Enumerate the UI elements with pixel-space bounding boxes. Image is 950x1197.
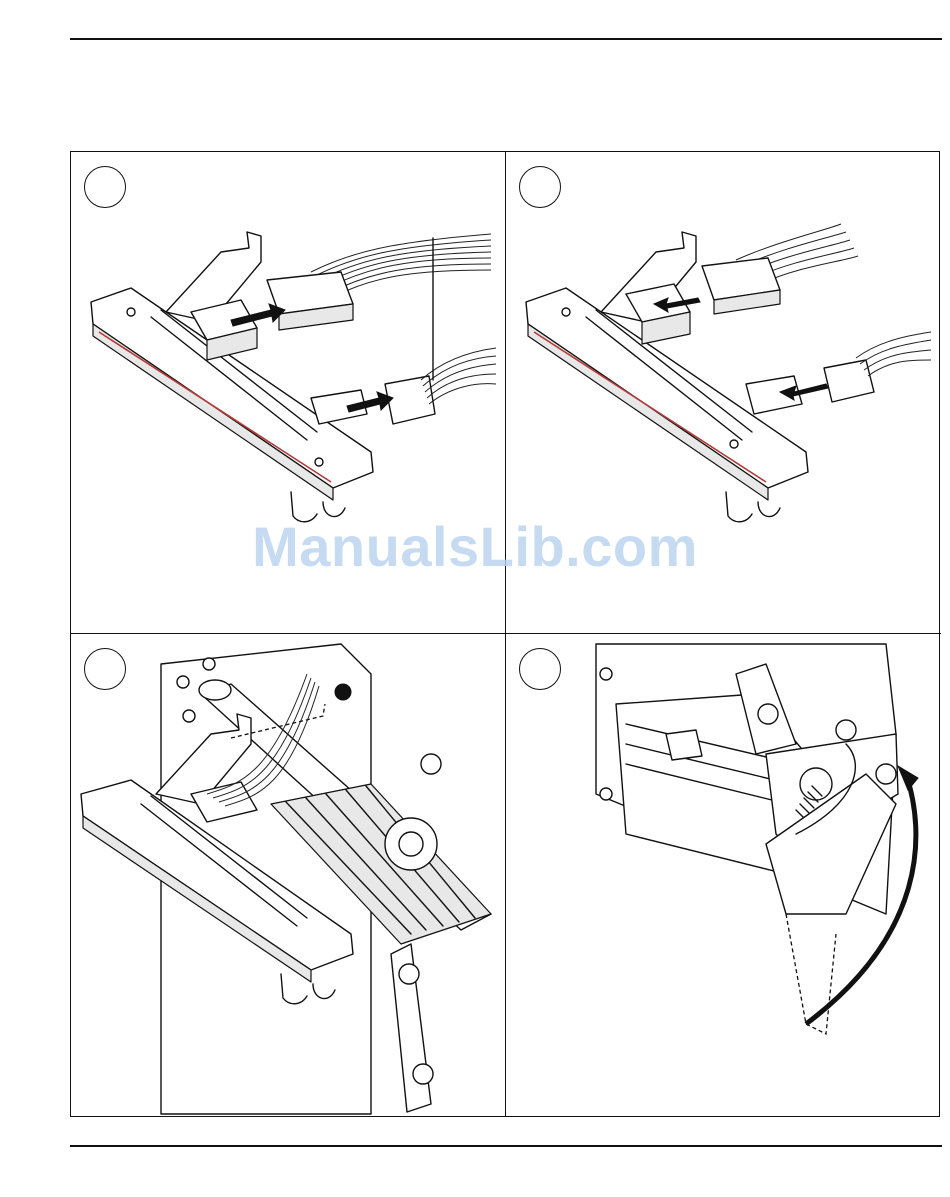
printhead-connectors-illustration <box>71 152 506 634</box>
lever-open-position <box>786 914 836 1034</box>
step-panel-2 <box>506 152 941 634</box>
power-connector <box>385 376 435 424</box>
step-panel-1 <box>71 152 506 634</box>
step-number-circle <box>519 648 561 690</box>
step-panel-4 <box>506 634 941 1116</box>
step-panel-3 <box>71 634 506 1116</box>
printhead-lock-illustration <box>506 634 941 1116</box>
step-number-circle <box>84 648 126 690</box>
step-number-circle <box>519 166 561 208</box>
power-connector <box>824 360 874 402</box>
illustration-grid <box>70 151 940 1117</box>
printhead-install-illustration <box>71 634 506 1116</box>
printhead-connected-illustration <box>506 152 941 634</box>
footer-rule <box>70 1145 942 1147</box>
rotate-arrow-icon <box>335 684 351 700</box>
header-rule <box>70 38 942 40</box>
step-number-circle <box>84 166 126 208</box>
